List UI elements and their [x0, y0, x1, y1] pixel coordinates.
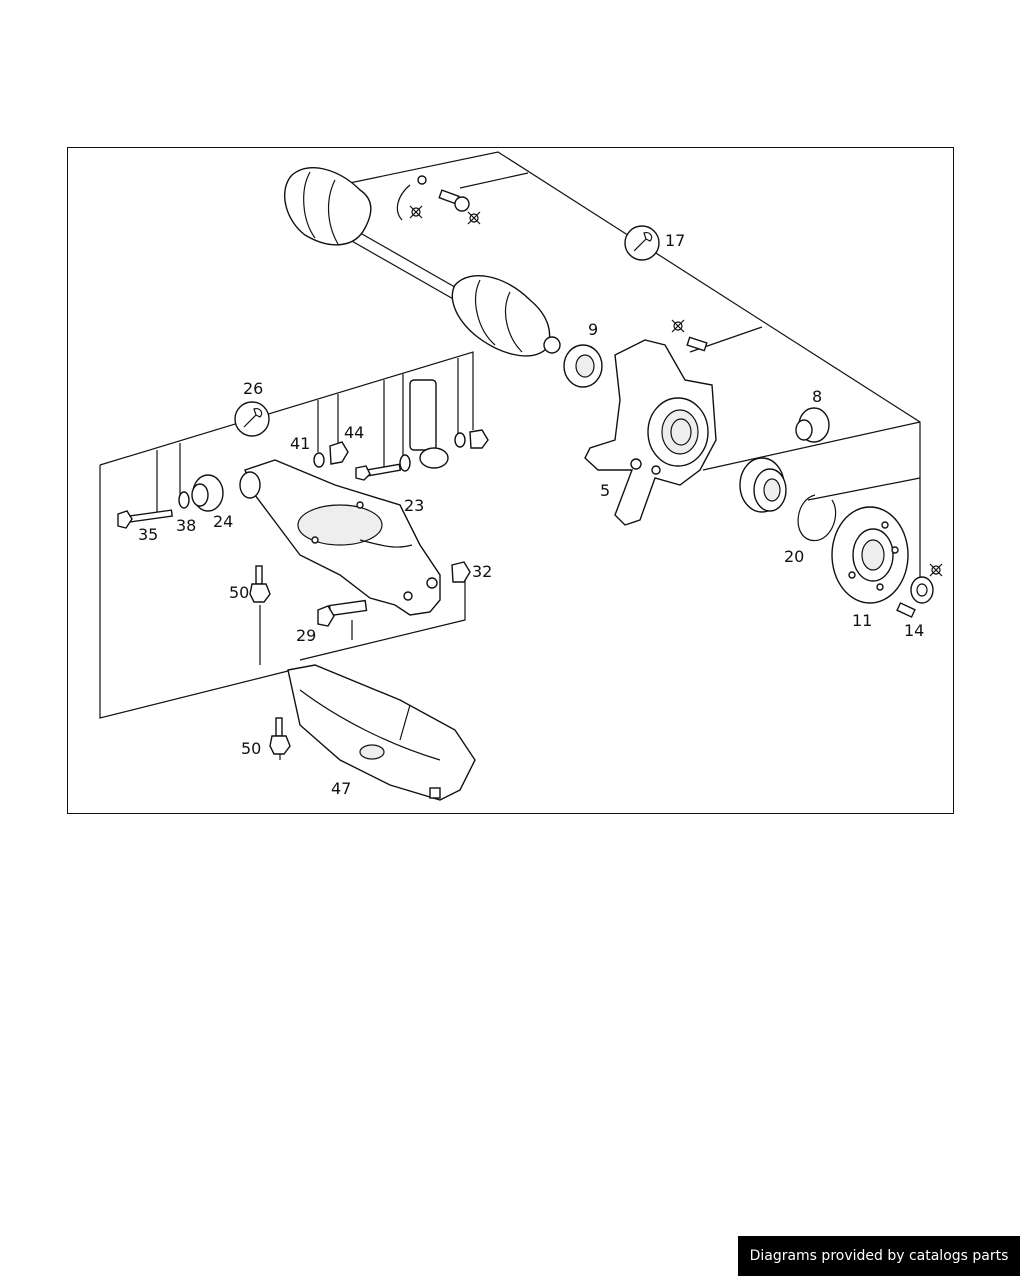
part-23-control-arm [239, 459, 441, 616]
callout-41: 41 [290, 434, 310, 453]
part-29-bolt [317, 599, 368, 627]
part-47-cover [287, 664, 476, 801]
part-50-fitting [269, 717, 291, 755]
shock-absorber [399, 379, 489, 472]
callout-26: 26 [243, 379, 263, 398]
part-14-stud [896, 576, 934, 618]
part-5-wheel-carrier [584, 336, 717, 526]
callout-50-upper: 50 [229, 583, 249, 602]
part-38-washer [178, 491, 190, 509]
callout-44: 44 [344, 423, 364, 442]
callout-32: 32 [472, 562, 492, 581]
part-20-circlip [797, 494, 837, 542]
shock-bolt [355, 463, 402, 481]
callout-50-lower: 50 [241, 739, 261, 758]
callout-35: 35 [138, 525, 158, 544]
callout-29: 29 [296, 626, 316, 645]
part-9-seal [563, 344, 603, 388]
part-50-fitting [249, 565, 271, 603]
part-24-bushing [191, 474, 224, 512]
callouts: 5 8 9 11 14 17 20 23 24 26 29 32 35 38 4… [138, 231, 924, 798]
leader-lines [99, 151, 921, 760]
part-32-nut [451, 561, 471, 583]
wrench-icon [624, 225, 660, 261]
callout-8: 8 [812, 387, 822, 406]
callout-47: 47 [331, 779, 351, 798]
callout-9: 9 [588, 320, 598, 339]
callout-20: 20 [784, 547, 804, 566]
callout-11: 11 [852, 611, 872, 630]
callout-23: 23 [404, 496, 424, 515]
part-8-bushing [795, 407, 830, 443]
part-41-washer [313, 452, 325, 468]
part-44-nut [329, 441, 349, 465]
diagram-frame [67, 147, 954, 814]
wheel-bearing [739, 457, 787, 513]
callout-38: 38 [176, 516, 196, 535]
callout-24: 24 [213, 512, 233, 531]
shaft-retaining-hardware [396, 175, 470, 221]
wrench-icon [234, 401, 270, 437]
callout-14: 14 [904, 621, 924, 640]
footer-attribution: Diagrams provided by catalogs parts [738, 1236, 1020, 1276]
drive-shaft [284, 167, 561, 357]
part-11-hub [831, 506, 909, 604]
replace-part-icon [409, 205, 943, 577]
part-35-bolt [117, 509, 174, 529]
callout-17: 17 [665, 231, 685, 250]
callout-5: 5 [600, 481, 610, 500]
